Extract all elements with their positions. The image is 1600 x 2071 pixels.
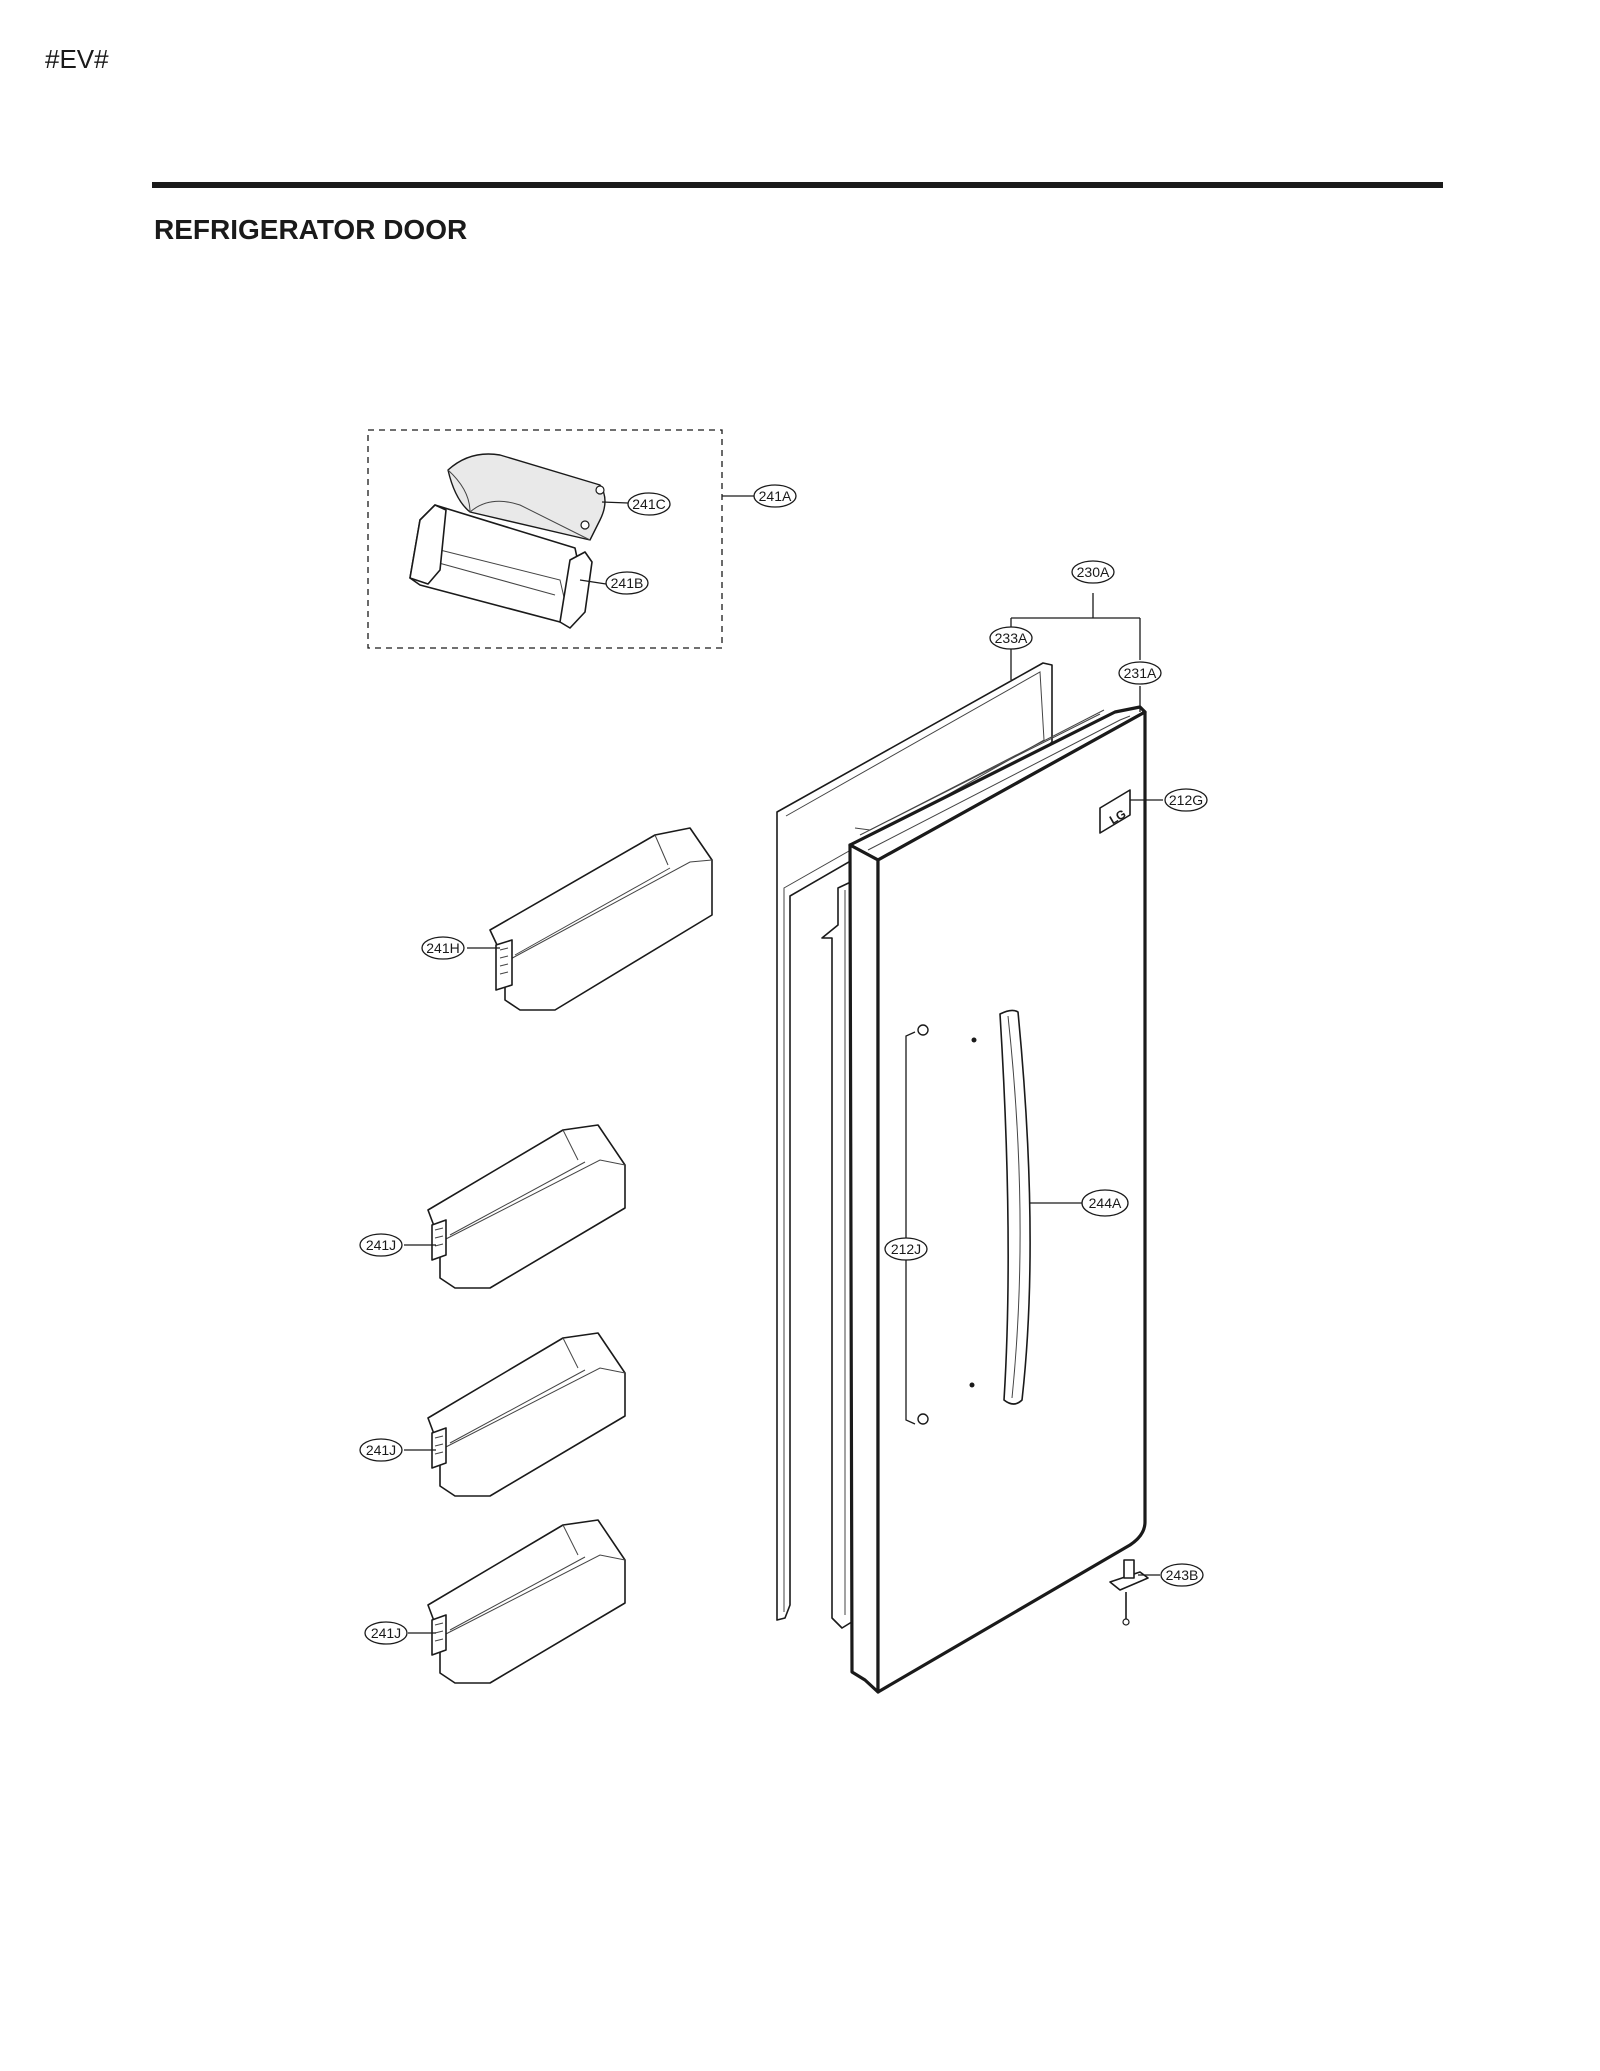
svg-text:243B: 243B	[1166, 1567, 1199, 1583]
callout-212j: 212J	[884, 1237, 928, 1261]
svg-text:230A: 230A	[1077, 564, 1110, 580]
page-title: REFRIGERATOR DOOR	[154, 214, 468, 245]
callout-241h: 241H	[421, 936, 465, 960]
callout-241b: 241B	[605, 571, 649, 595]
door-bin-241j-2	[427, 1332, 626, 1497]
callout-241j-2: 241J	[359, 1438, 403, 1462]
screw-212j-top	[917, 1024, 929, 1036]
hole-bottom	[969, 1382, 975, 1388]
callout-243b: 243B	[1160, 1563, 1204, 1587]
svg-text:233A: 233A	[995, 630, 1028, 646]
callout-231a: 231A	[1118, 661, 1162, 685]
door-bin-241h	[489, 827, 713, 1011]
callout-241a: 241A	[753, 484, 797, 508]
svg-text:241J: 241J	[366, 1237, 396, 1253]
door-bin-241j-1	[427, 1124, 626, 1289]
lg-logo-badge: LG	[1099, 789, 1131, 834]
callout-241j-3: 241J	[364, 1621, 408, 1645]
svg-text:241J: 241J	[371, 1625, 401, 1641]
screw-212j-bottom	[917, 1413, 929, 1425]
title-divider	[152, 182, 1443, 188]
callout-230a: 230A	[1071, 560, 1115, 584]
svg-text:212J: 212J	[891, 1241, 921, 1257]
assembly-box-241a	[367, 429, 723, 649]
svg-text:231A: 231A	[1124, 665, 1157, 681]
svg-text:244A: 244A	[1089, 1195, 1122, 1211]
svg-text:241C: 241C	[632, 496, 665, 512]
page-code: #EV#	[45, 44, 109, 74]
svg-text:241H: 241H	[426, 940, 459, 956]
callout-212g: 212G	[1164, 788, 1208, 812]
svg-text:241B: 241B	[611, 575, 644, 591]
svg-text:241J: 241J	[366, 1442, 396, 1458]
callout-241c: 241C	[627, 492, 671, 516]
door-handle	[999, 1009, 1031, 1405]
callout-233a: 233A	[989, 626, 1033, 650]
svg-text:212G: 212G	[1169, 792, 1203, 808]
lower-hinge	[1109, 1559, 1149, 1626]
hole-top	[971, 1037, 977, 1043]
door-bin-241j-3	[427, 1519, 626, 1684]
callout-244a: 244A	[1081, 1189, 1129, 1217]
refrigerator-door: LG	[848, 705, 1147, 1694]
svg-text:241A: 241A	[759, 488, 792, 504]
callout-241j-1: 241J	[359, 1233, 403, 1257]
dairy-bin-assembly	[409, 453, 606, 629]
